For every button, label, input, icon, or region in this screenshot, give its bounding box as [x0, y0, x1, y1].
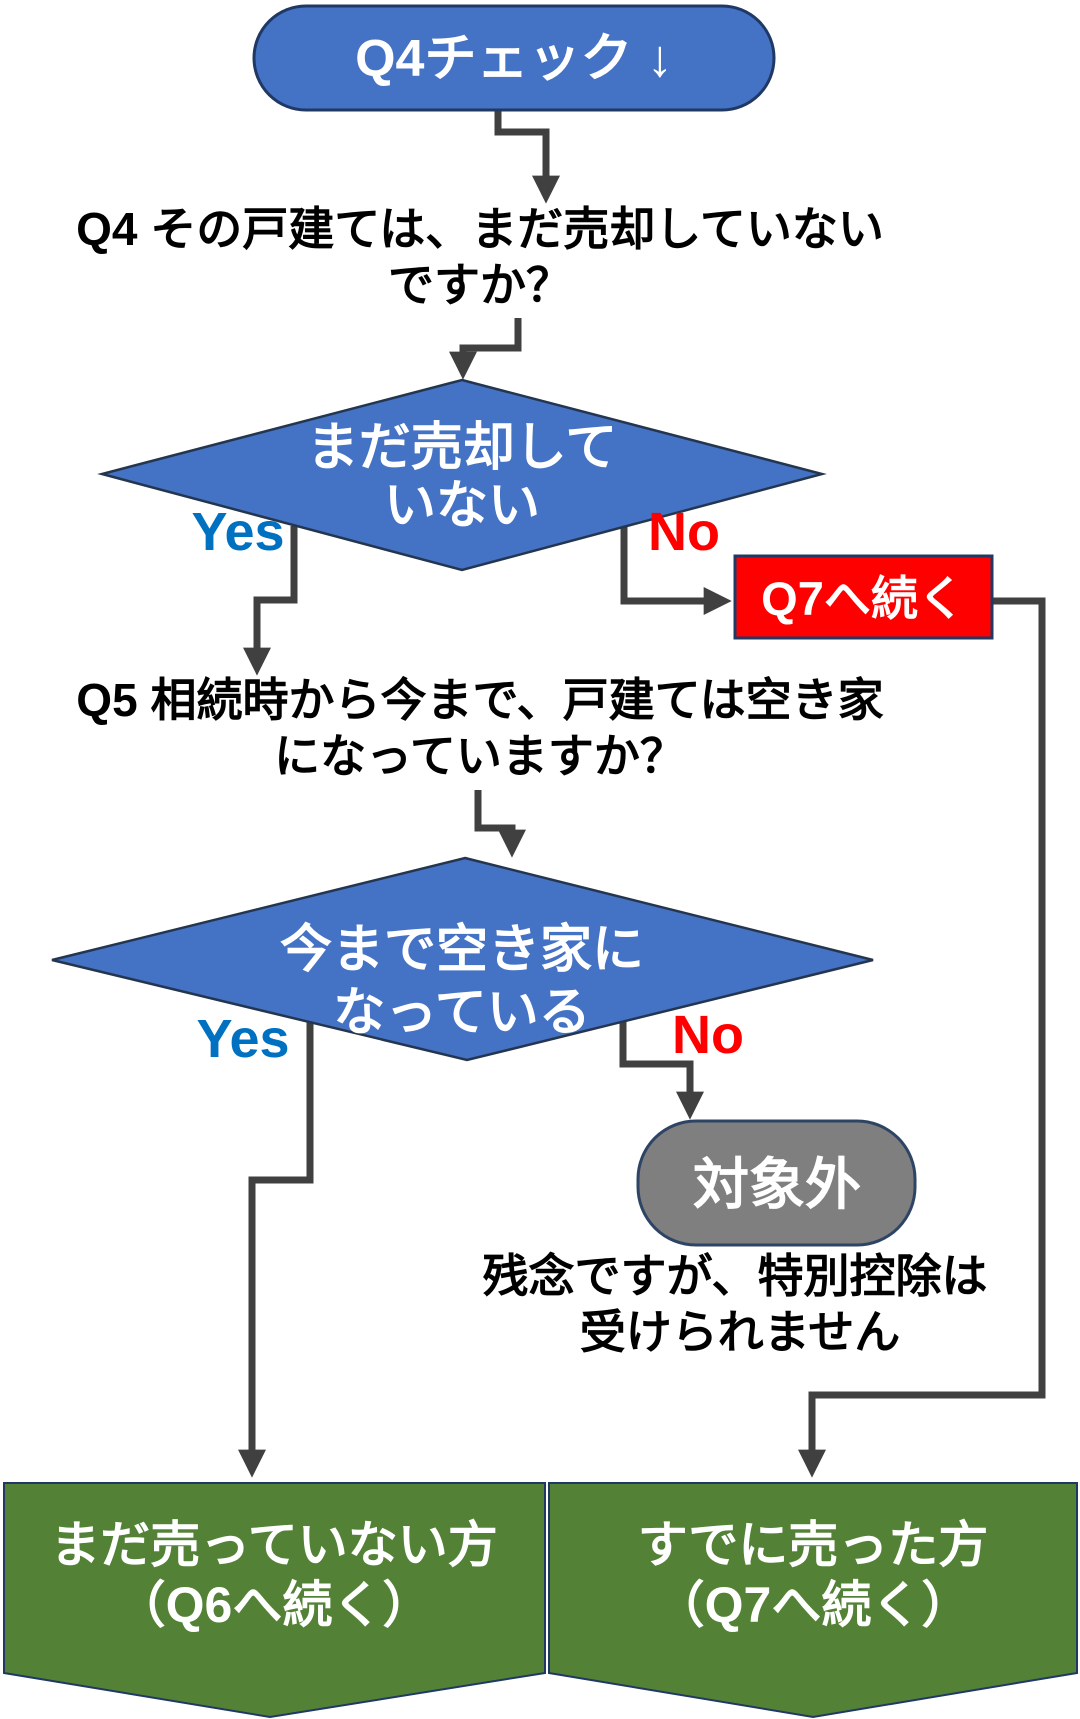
connector-q4-to-decision1	[449, 318, 522, 380]
q5-question-line1: Q5 相続時から今まで、戸建ては空き家	[76, 674, 883, 726]
banner-sold	[548, 1482, 1078, 1719]
connector-start-to-q4	[494, 110, 560, 204]
q4-question-line2: ですか？	[388, 259, 572, 311]
excluded-node	[636, 1119, 917, 1247]
q7-continue-label: Q7へ続く	[761, 572, 965, 625]
decision1-diamond	[97, 378, 827, 572]
q7-continue-box	[733, 554, 994, 640]
decision1-line2: いない	[384, 477, 540, 535]
start-node	[252, 4, 776, 112]
q4-question-line1: Q4 その戸建ては、まだ売却していない	[76, 203, 884, 255]
excluded-label: 対象外	[693, 1153, 861, 1216]
decision1-no-label: No	[648, 502, 720, 562]
decision1-line1: まだ売却して	[307, 419, 617, 477]
decision2-yes-label: Yes	[196, 1009, 289, 1069]
connector-q5-to-decision2	[474, 790, 526, 858]
connector-decision2-no-to-excluded	[619, 1022, 704, 1120]
decision1-yes-label: Yes	[191, 502, 284, 562]
decision2-line2: なっている	[333, 984, 590, 1042]
banner-not-sold-line1: まだ売っていない方	[50, 1517, 498, 1573]
decision2-line1: 今まで空き家に	[280, 921, 644, 979]
connector-q7box-to-banner-sold	[798, 597, 1046, 1478]
connector-decision1-no-to-q7box	[620, 522, 732, 615]
q5-question-line2: になっていますか？	[274, 730, 686, 782]
decision2-no-label: No	[672, 1005, 744, 1065]
connector-decision1-yes-to-q5	[243, 526, 298, 676]
excluded-note-line1: 残念ですが、特別控除は	[482, 1250, 987, 1302]
decision2-diamond	[51, 856, 874, 1062]
banner-not-sold-line2: （Q6へ続く）	[116, 1577, 433, 1633]
excluded-note-line2: 受けられません	[580, 1306, 901, 1358]
banner-sold-line1: すでに売った方	[638, 1517, 989, 1573]
banner-not-sold	[3, 1482, 546, 1719]
connector-decision2-yes-to-banner-unsold	[238, 1022, 314, 1478]
start-node-label: Q4チェック ↓	[355, 30, 673, 88]
banner-sold-line2: （Q7へ続く）	[655, 1577, 972, 1633]
